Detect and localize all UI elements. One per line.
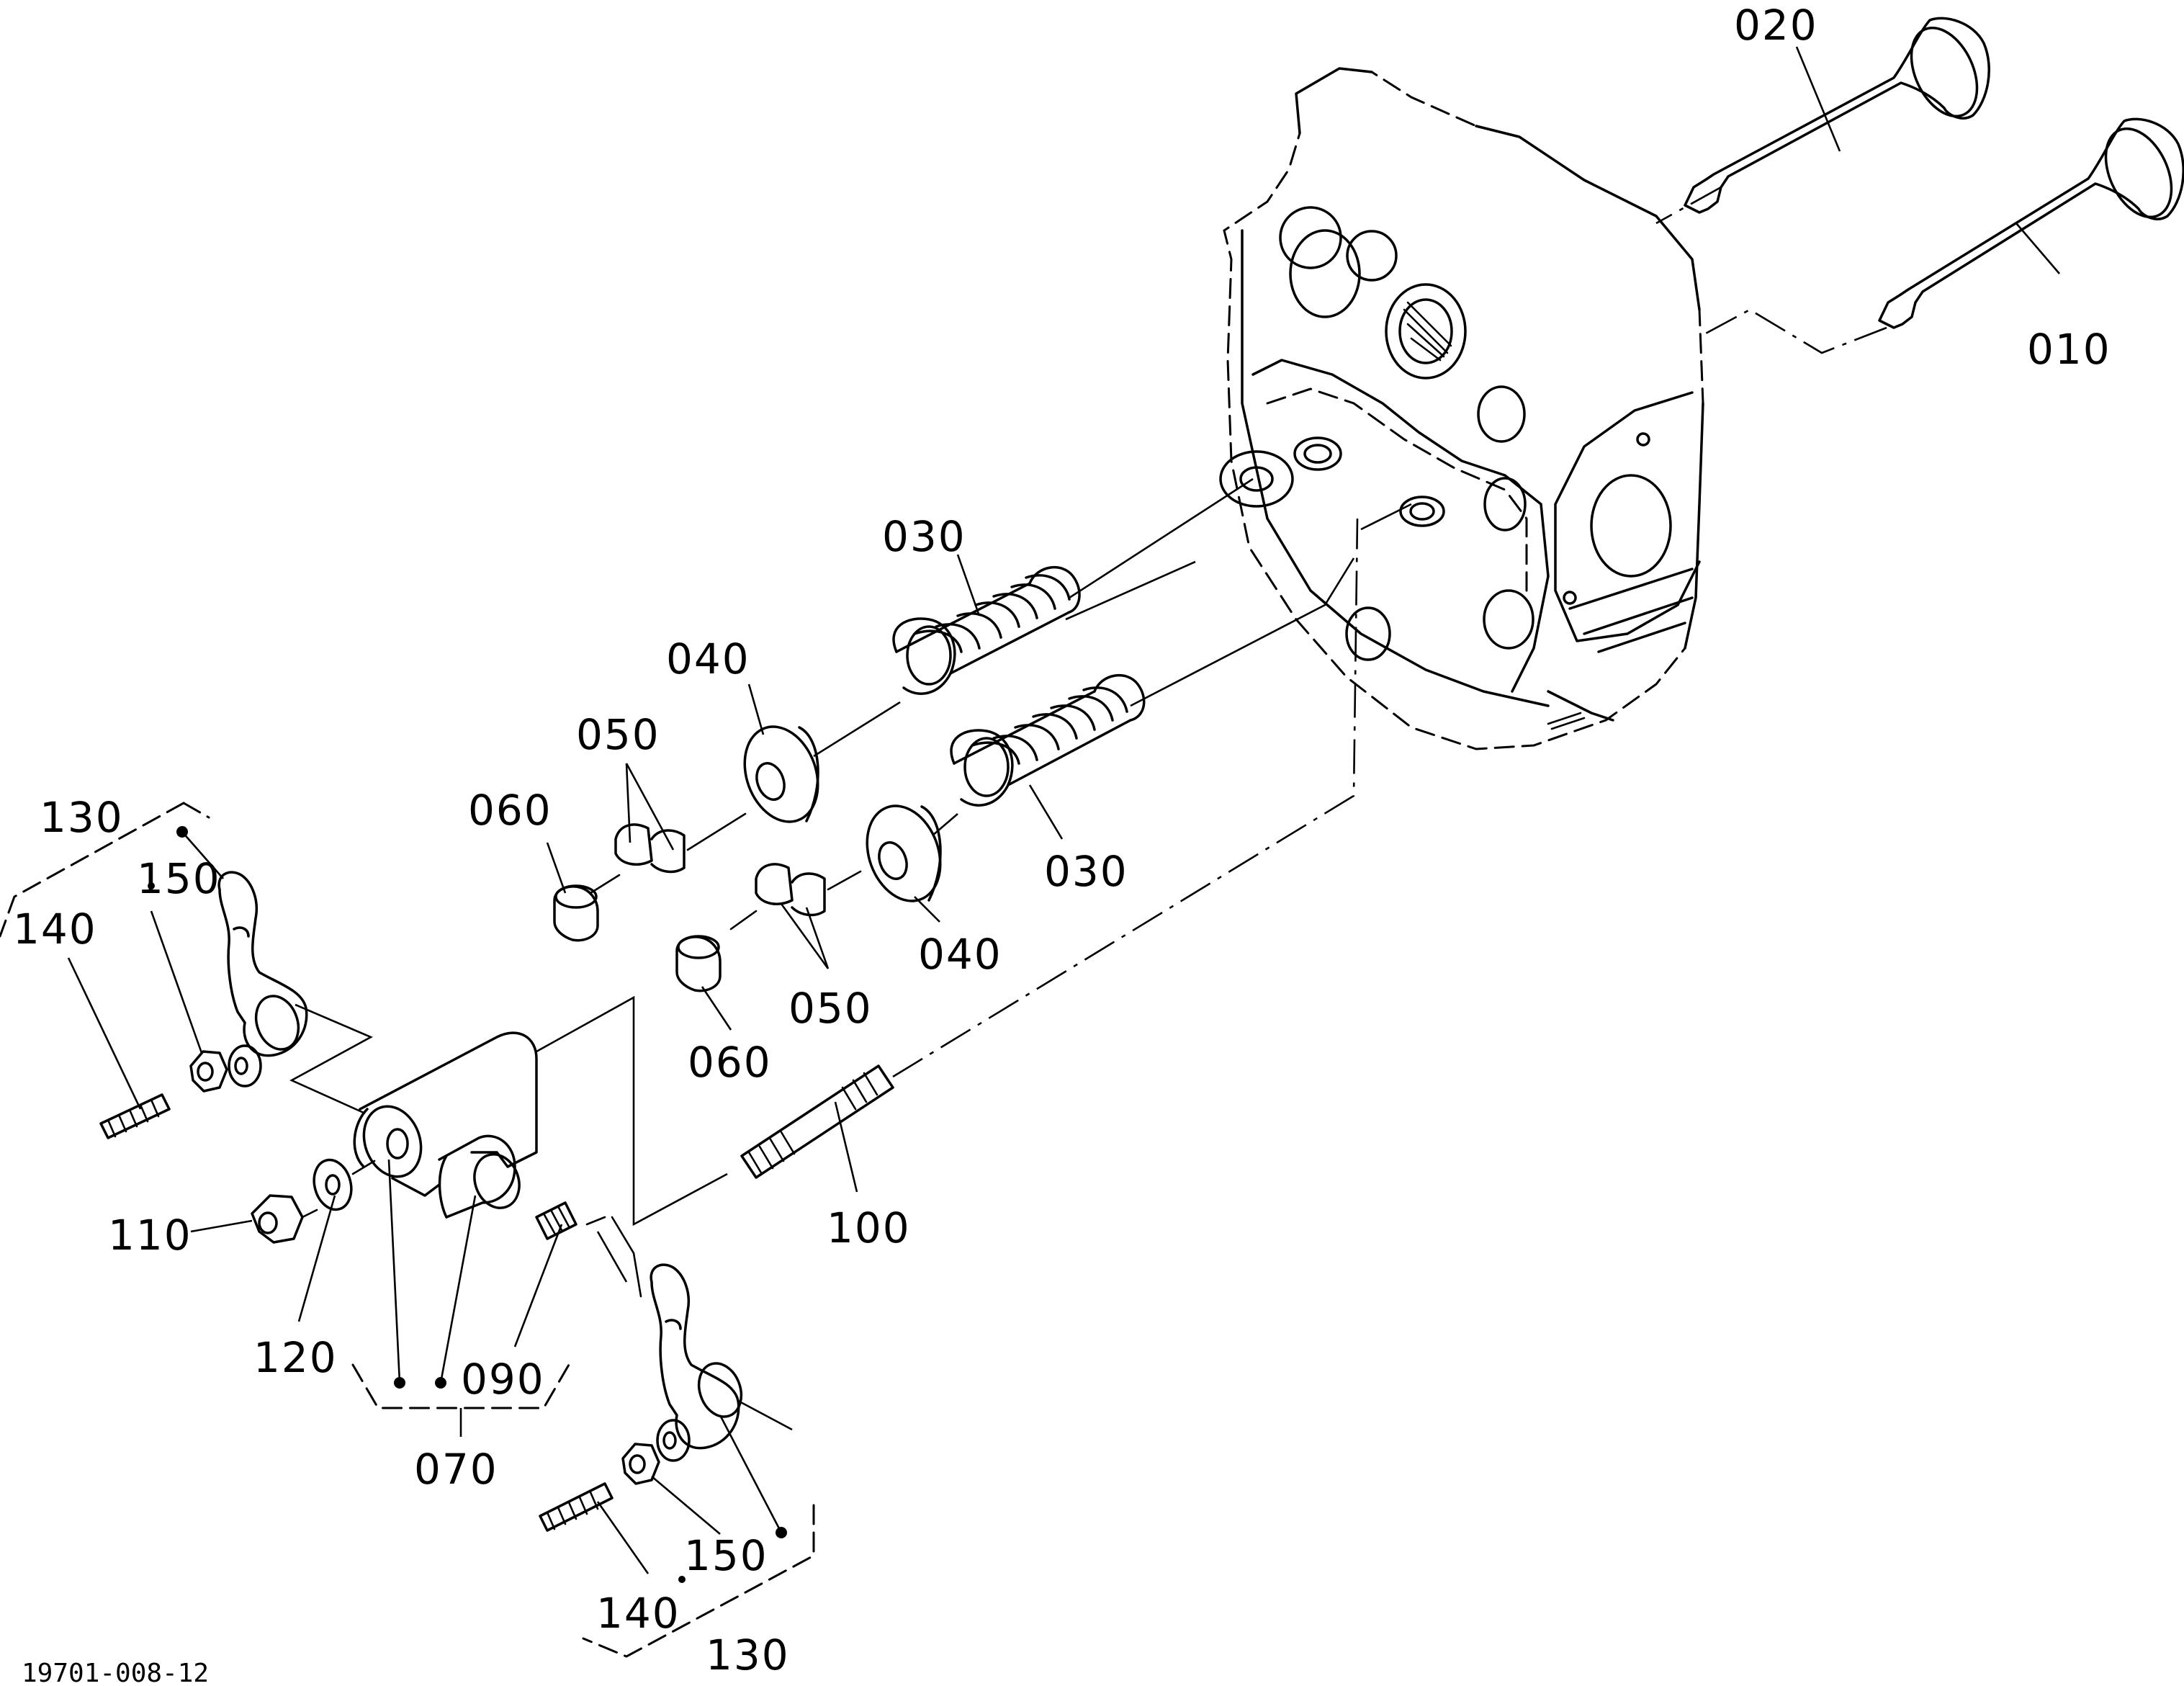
callout-010: 010	[2027, 325, 2111, 374]
callout-130-lower: 130	[706, 1631, 790, 1680]
rocker-arm-lower	[650, 1263, 743, 1462]
callout-050-upper: 050	[576, 710, 660, 759]
callout-130-upper: 130	[40, 793, 124, 842]
adjusting-screw-lower	[539, 1482, 614, 1532]
callout-040-lower: 040	[918, 930, 1002, 979]
group-bracket-130-upper	[0, 802, 210, 938]
valve-cap-upper	[553, 884, 599, 942]
callout-060-lower: 060	[688, 1038, 772, 1087]
callout-150-upper: 150	[137, 854, 221, 903]
valve-spring-lower	[950, 673, 1146, 807]
spring-retainer-upper	[743, 725, 819, 823]
rocker-bracket	[353, 1031, 538, 1219]
callout-140-upper: 140	[13, 905, 97, 954]
callout-120: 120	[253, 1333, 338, 1382]
callout-060-upper: 060	[468, 786, 552, 835]
set-screw	[535, 1201, 578, 1240]
callout-030-upper: 030	[882, 512, 966, 561]
valve-020	[1684, 17, 1990, 214]
callout-110: 110	[108, 1211, 192, 1260]
callout-150-lower: 150	[684, 1531, 768, 1580]
stud-bolt	[740, 1064, 894, 1179]
cylinder-head	[1223, 67, 1704, 750]
callout-090: 090	[461, 1355, 545, 1404]
valve-collets-upper	[589, 812, 747, 894]
valve-collets-lower	[729, 863, 862, 931]
callout-030-lower: 030	[1044, 847, 1128, 896]
valve-cap-lower	[675, 935, 722, 992]
washer	[313, 1158, 353, 1211]
callout-070: 070	[414, 1445, 498, 1494]
valve-010	[1878, 117, 2184, 329]
callout-040-upper: 040	[666, 635, 750, 683]
callout-140-lower: 140	[596, 1589, 680, 1638]
drawing-id: 19701-008-12	[22, 1659, 209, 1686]
hex-nut	[251, 1194, 304, 1244]
spring-retainer-lower	[866, 804, 942, 902]
callout-050-lower: 050	[788, 984, 873, 1033]
valve-guide-seal	[1219, 450, 1294, 508]
valve-spring-upper	[892, 565, 1081, 695]
adjusting-screw-upper	[99, 1093, 171, 1139]
lock-nut-upper	[189, 1050, 228, 1093]
callout-020: 020	[1734, 1, 1818, 50]
rocker-arm-upper	[217, 871, 308, 1088]
lock-nut-lower	[621, 1443, 660, 1485]
callout-100: 100	[827, 1203, 911, 1252]
group-bracket-130-lower	[582, 1504, 815, 1658]
